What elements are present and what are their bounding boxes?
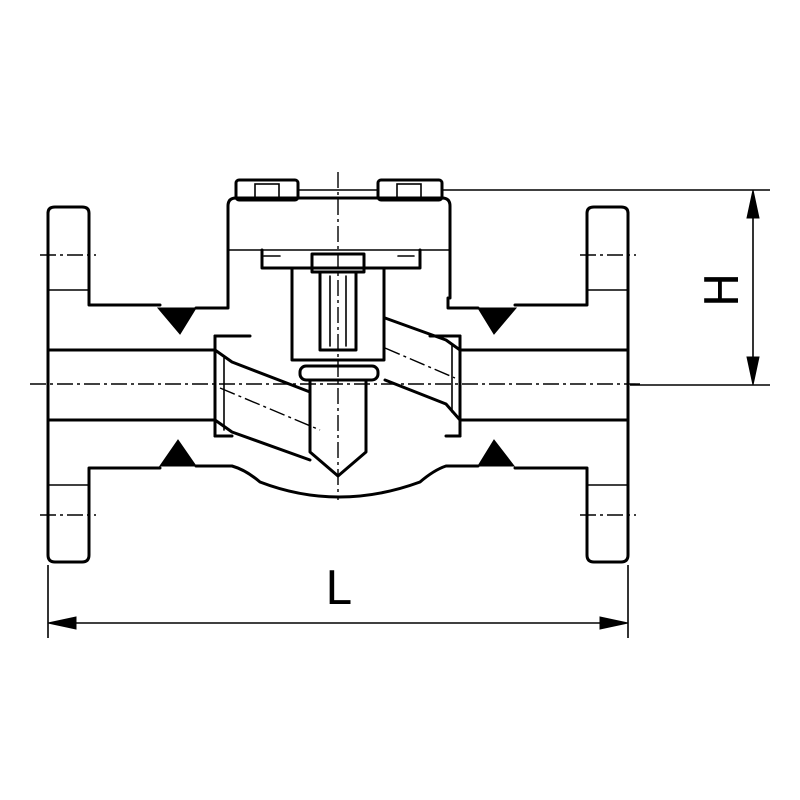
valve-body xyxy=(194,296,480,499)
internal-passage xyxy=(213,316,462,462)
height-label: H xyxy=(695,273,749,308)
dimension-height xyxy=(442,189,770,386)
weld-beads xyxy=(156,307,518,467)
centre-lines xyxy=(30,172,640,500)
valve-bonnet xyxy=(226,178,452,362)
dimension-length xyxy=(47,565,629,638)
length-label: L xyxy=(325,561,351,615)
valve-disc xyxy=(298,364,380,478)
